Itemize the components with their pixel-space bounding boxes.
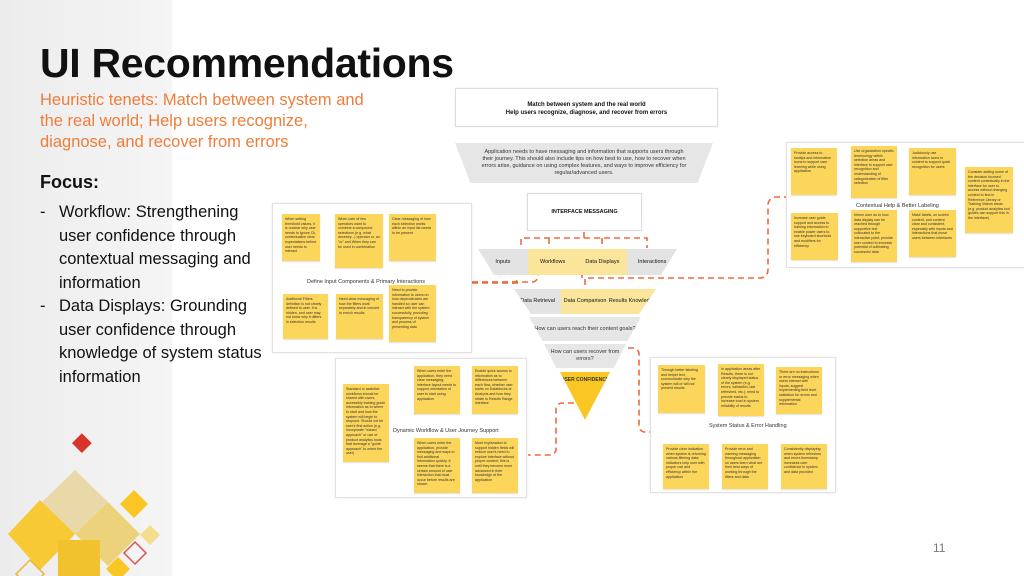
- sticky-note: Provide clear indication when system is …: [663, 444, 709, 489]
- sticky-note: Judiciously use information icons in con…: [909, 148, 956, 195]
- description-funnel-band: Application needs to have messaging and …: [455, 143, 713, 183]
- sticky-note: Increase user guide support and access t…: [791, 213, 838, 260]
- page-number: 11: [933, 541, 946, 555]
- board-workflow: Standard or assistive workflows should b…: [335, 358, 527, 498]
- sticky-note: Consistently displaying when system refr…: [781, 444, 827, 489]
- focus-item-data-displays: Data Displays: Grounding user confidence…: [40, 295, 275, 389]
- sticky-note: Through better labeling and helper text,…: [658, 365, 705, 413]
- data-retrieval: Data Retrieval: [514, 289, 562, 314]
- question-errors-text: How can users recover from errors?: [550, 349, 620, 362]
- sticky-note: When user of few operators want to combi…: [335, 214, 383, 268]
- sticky-note: Need clear messaging of how the filters …: [336, 294, 383, 339]
- results-knowledge: Results Knowledge: [608, 289, 656, 314]
- gold-cubes-logo-icon: [8, 433, 160, 576]
- category-workflows: Workflows: [527, 249, 578, 275]
- sticky-note: In application areas after Results, ther…: [718, 364, 764, 416]
- board-inputs: When setting threshold values, it is unc…: [272, 203, 472, 353]
- board-contextual-help: Provide access to tooltips and informati…: [786, 142, 1024, 268]
- funnel-question-errors: How can users recover from errors?: [544, 344, 626, 368]
- sticky-note: Inform user as to how data display can b…: [851, 210, 897, 262]
- question-goals-text: How can users reach their content goals?: [534, 325, 636, 332]
- sticky-note: Standard or assistive workflows should b…: [343, 384, 389, 462]
- sticky-note: Make labels, on screen content, and cont…: [909, 210, 956, 257]
- sticky-note: Clear messaging of how each selection wo…: [389, 214, 436, 261]
- interface-messaging-box: INTERFACE MESSAGING: [527, 193, 642, 231]
- board-label: Define Input Components & Primary Intera…: [307, 279, 426, 285]
- sticky-note: When users enter the application, provid…: [414, 438, 460, 493]
- heuristic-2: Help users recognize, diagnose, and reco…: [505, 110, 668, 116]
- sticky-note: When users enter the application, they n…: [414, 366, 460, 414]
- focus-heading: Focus:: [40, 172, 100, 192]
- board-label: Contextual Help & Better Labeling: [856, 203, 939, 209]
- focus-list: Workflow: Strengthening user confidence …: [40, 201, 275, 389]
- board-label: System Status & Error Handling: [709, 423, 787, 429]
- funnel-categories-row: Inputs Workflows Data Displays Interacti…: [478, 249, 677, 275]
- data-comparison: Data Comparison: [561, 289, 609, 314]
- user-confidence-triangle: USER CONFIDENCE: [560, 372, 610, 420]
- slide-subtitle: Heuristic tenets: Match between system a…: [40, 91, 364, 151]
- sticky-note: Provide access to tooltips and informati…: [791, 148, 837, 195]
- funnel-data-row: Data Retrieval Data Comparison Results K…: [514, 289, 656, 314]
- heuristics-box: Match between system and the real world …: [455, 88, 718, 127]
- category-data-displays: Data Displays: [577, 249, 628, 275]
- category-inputs: Inputs: [478, 249, 528, 275]
- board-label: Dynamic Workflow & User Journey Support: [393, 428, 499, 434]
- sticky-note: Additional Filters definition is not cle…: [283, 294, 328, 339]
- sticky-note: Consider adding some of the decision foc…: [965, 167, 1013, 233]
- funnel-question-goals: How can users reach their content goals?: [529, 317, 641, 341]
- heuristic-1: Match between system and the real world: [527, 102, 646, 108]
- description-text: Application needs to have messaging and …: [481, 149, 687, 176]
- category-interactions: Interactions: [627, 249, 677, 275]
- focus-item-workflow: Workflow: Strengthening user confidence …: [40, 201, 275, 295]
- slide-title: UI Recommendations: [40, 40, 454, 86]
- sticky-note: Use organization specific terminology wi…: [851, 146, 897, 198]
- sticky-note: There are no instructions or error messa…: [776, 367, 822, 414]
- sticky-note: Enable quick access to information as to…: [472, 366, 518, 414]
- sticky-note: Need to provide information to users on …: [389, 285, 436, 342]
- sticky-note: Provide error and warning messaging thro…: [722, 444, 768, 489]
- sticky-note: More explanation to support hidden field…: [472, 438, 518, 493]
- sticky-note: When setting threshold values, it is unc…: [282, 214, 320, 261]
- board-system-status: Through better labeling and helper text,…: [650, 357, 836, 493]
